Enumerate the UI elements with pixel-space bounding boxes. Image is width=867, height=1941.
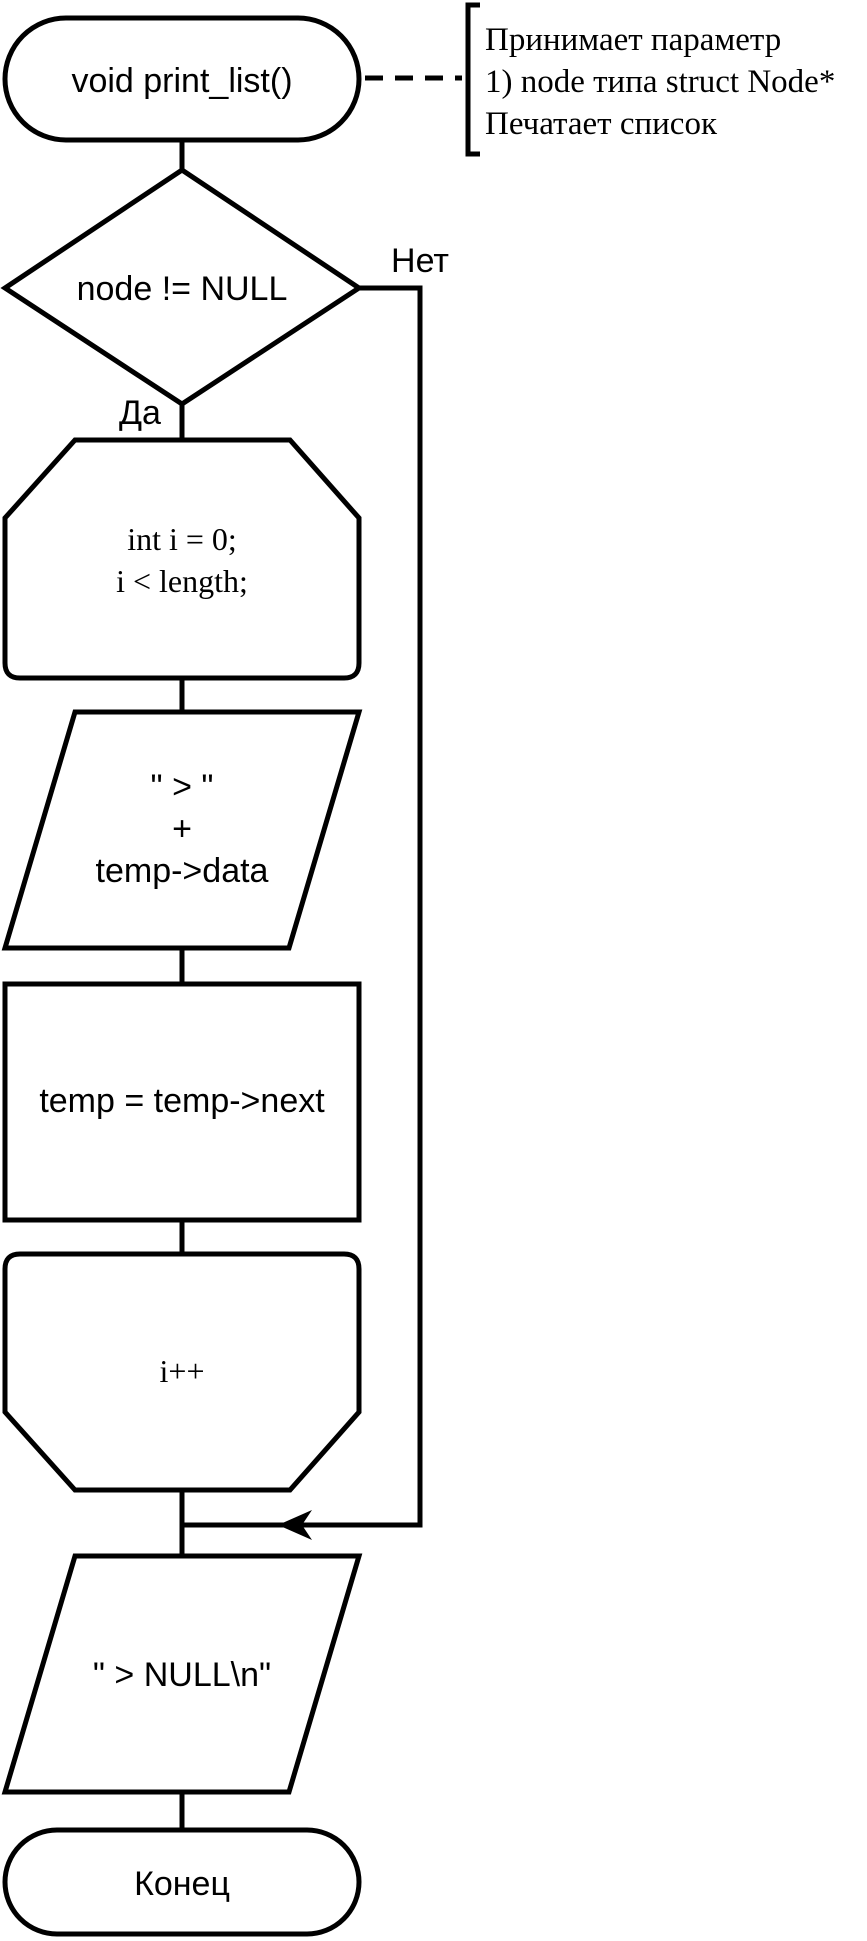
comment-bracket [465, 2, 480, 157]
output-null-label: " > NULL\n" [93, 1656, 271, 1694]
decision-node: node != NULL Да Нет [0, 166, 449, 432]
comment-line-3: Печатает список [485, 106, 718, 142]
output-data-shape [1, 709, 363, 951]
decision-label: node != NULL [77, 270, 288, 308]
loop-start-node: int i = 0; i < length; [2, 437, 362, 681]
no-branch-label: Нет [391, 242, 449, 280]
output-null-shape [1, 1553, 363, 1795]
process-label: temp = temp->next [39, 1082, 325, 1120]
arrowhead-icon [278, 1510, 312, 1540]
loop-end-shape [2, 1251, 362, 1493]
loop-end-node: i++ [2, 1251, 362, 1493]
comment-line-1: Принимает параметр [485, 22, 781, 58]
end-terminator: Конец [2, 1827, 362, 1937]
process-node: temp = temp->next [2, 981, 362, 1223]
output-data-line-1: " > " [151, 768, 214, 806]
comment-line-2: 1) node типа struct Node* [485, 64, 835, 100]
process-shape [2, 981, 362, 1223]
connectors [179, 2, 480, 1830]
loop-end-label: i++ [160, 1353, 205, 1389]
loop-start-line-2: i < length; [116, 563, 248, 599]
start-terminator: void print_list() [2, 15, 362, 143]
decision-shape [0, 166, 364, 407]
end-label: Конец [134, 1865, 230, 1903]
start-shape [2, 15, 362, 143]
end-shape [2, 1827, 362, 1937]
loop-start-line-1: int i = 0; [127, 521, 237, 557]
output-data-node: " > " + temp->data [1, 709, 363, 951]
output-data-line-3: temp->data [96, 852, 269, 890]
yes-branch-label: Да [119, 394, 161, 432]
comment-annotation: Принимает параметр 1) node типа struct N… [485, 22, 835, 142]
output-data-line-2: + [172, 810, 192, 848]
loop-start-shape [2, 437, 362, 681]
start-label: void print_list() [71, 62, 292, 100]
output-null-node: " > NULL\n" [1, 1553, 363, 1795]
